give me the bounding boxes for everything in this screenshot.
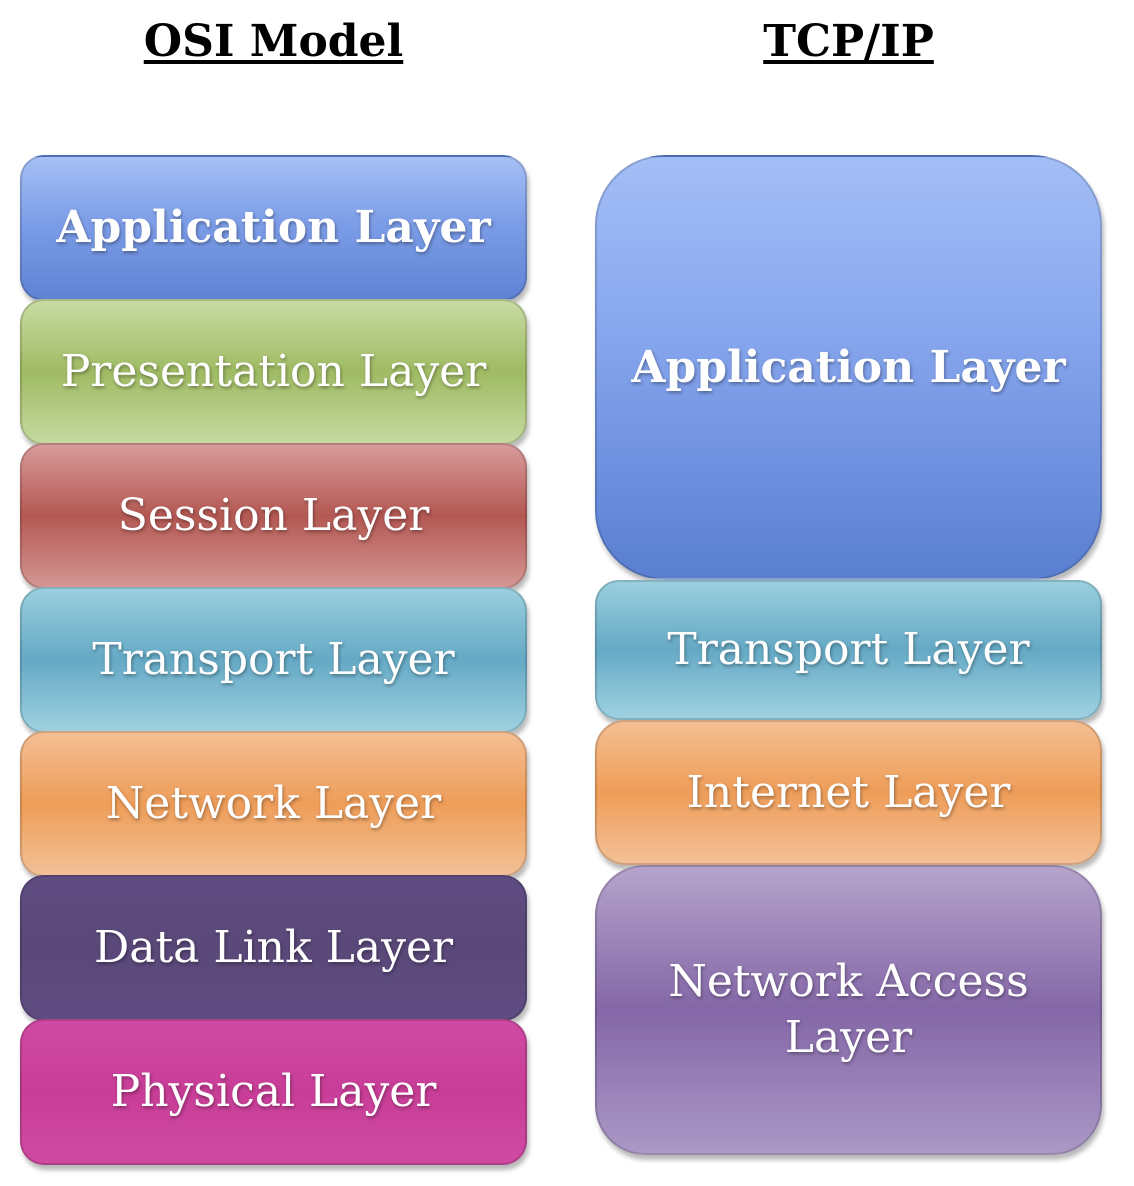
osi-application-layer-label: Application Layer xyxy=(56,202,491,253)
osi-network-layer-label: Network Layer xyxy=(105,778,442,829)
osi-data-link-layer-label: Data Link Layer xyxy=(93,922,454,973)
osi-transport-layer-label: Transport Layer xyxy=(92,634,455,685)
tcpip-transport-layer-label: Transport Layer xyxy=(667,624,1030,675)
osi-presentation-layer: Presentation Layer xyxy=(20,299,527,445)
tcpip-network-access-layer-label: Network Access Layer xyxy=(668,956,1029,1063)
tcpip-internet-layer: Internet Layer xyxy=(595,720,1102,865)
osi-application-layer: Application Layer xyxy=(20,155,527,301)
tcpip-internet-layer-label: Internet Layer xyxy=(686,766,1011,818)
osi-network-layer: Network Layer xyxy=(20,731,527,877)
osi-session-layer-label: Session Layer xyxy=(117,490,430,541)
osi-physical-layer-label: Physical Layer xyxy=(110,1066,437,1117)
tcpip-network-access-layer: Network Access Layer xyxy=(595,865,1102,1155)
osi-presentation-layer-label: Presentation Layer xyxy=(60,346,487,397)
osi-model-title: OSI Model xyxy=(143,16,404,67)
osi-session-layer: Session Layer xyxy=(20,443,527,589)
tcp-ip-title: TCP/IP xyxy=(763,16,934,67)
osi-physical-layer: Physical Layer xyxy=(20,1019,527,1165)
osi-data-link-layer: Data Link Layer xyxy=(20,875,527,1021)
osi-transport-layer: Transport Layer xyxy=(20,587,527,733)
tcpip-application-layer-label: Application Layer xyxy=(631,341,1066,393)
tcpip-transport-layer: Transport Layer xyxy=(595,580,1102,720)
tcpip-application-layer: Application Layer xyxy=(595,155,1102,580)
